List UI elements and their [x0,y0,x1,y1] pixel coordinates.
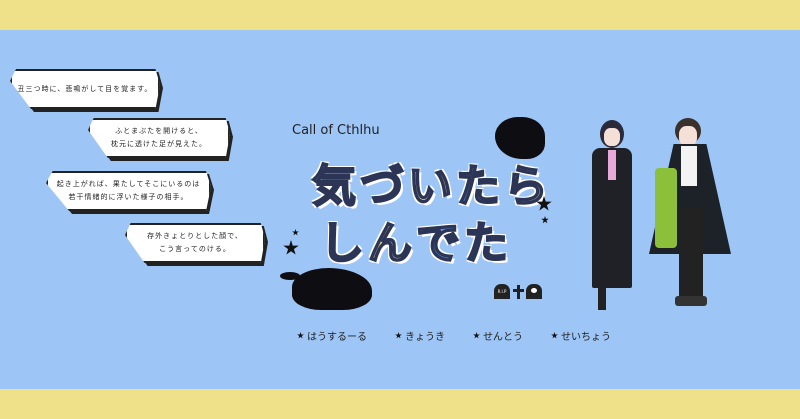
bubble-text: こう言ってのける。 [159,245,231,253]
gravestones: R.I.P [494,284,542,299]
bubble-text: 丑三つ時に、悲鳴がして目を覚ます。 [17,84,153,93]
bubble-text: ふとまぶたを開けると、 [115,127,203,135]
bubble-text: 起き上がれば、果たしてそこにいるのは [56,180,201,188]
title-line-2: し ん で た [319,218,509,269]
star-icon [473,332,480,339]
skull-grave-icon [526,284,542,299]
subtitle: Call of Cthlhu [292,123,380,138]
cross-icon [513,285,524,299]
tag: はうするーる [297,328,367,343]
speech-bubble-1: 丑三つ時に、悲鳴がして目を覚ます。 [10,69,160,109]
star-icon [283,240,299,255]
star-icon [297,332,304,339]
tag-label: せいちょう [561,332,611,343]
tag: きょうき [395,328,445,343]
speech-bubble-3: 起き上がれば、果たしてそこにいるのは若干情緒的に浮いた様子の相手。 [46,171,211,211]
speech-bubble-2: ふとまぶたを開けると、枕元に透けた足が見えた。 [88,118,230,158]
title-char: い [407,161,453,212]
star-icon [541,216,549,224]
tag: せんとう [473,328,523,343]
tag-label: せんとう [483,332,523,343]
bubble-text: 枕元に透けた足が見えた。 [111,140,207,148]
star-icon [395,332,402,339]
title-line-1: 気 づ い た ら [311,161,549,212]
title-char: づ [359,161,405,212]
star-icon [551,332,558,339]
title-char: ん [367,218,413,269]
tag-label: はうするーる [307,332,367,343]
title-char: 気 [311,161,357,212]
star-icon [292,229,299,236]
character-right [645,118,735,310]
title-char: た [463,218,509,269]
ghost-top [495,117,545,159]
tag-list: はうするーる きょうき せんとう せいちょう [297,328,611,343]
gravestone-icon: R.I.P [494,284,510,299]
title-char: で [415,218,461,269]
tag: せいちょう [551,328,611,343]
title-char: し [319,218,365,269]
character-left [580,120,640,310]
title-char: た [455,161,501,212]
bubble-text: 存外きょとりとした顔で、 [147,232,243,240]
ghost-tail [280,272,300,280]
bottom-band [0,389,800,419]
tag-label: きょうき [405,332,445,343]
speech-bubble-4: 存外きょとりとした顔で、こう言ってのける。 [125,223,265,263]
bubble-text: 若干情緒的に浮いた様子の相手。 [68,193,189,201]
top-band [0,0,800,30]
ghost-bottom [292,268,372,310]
